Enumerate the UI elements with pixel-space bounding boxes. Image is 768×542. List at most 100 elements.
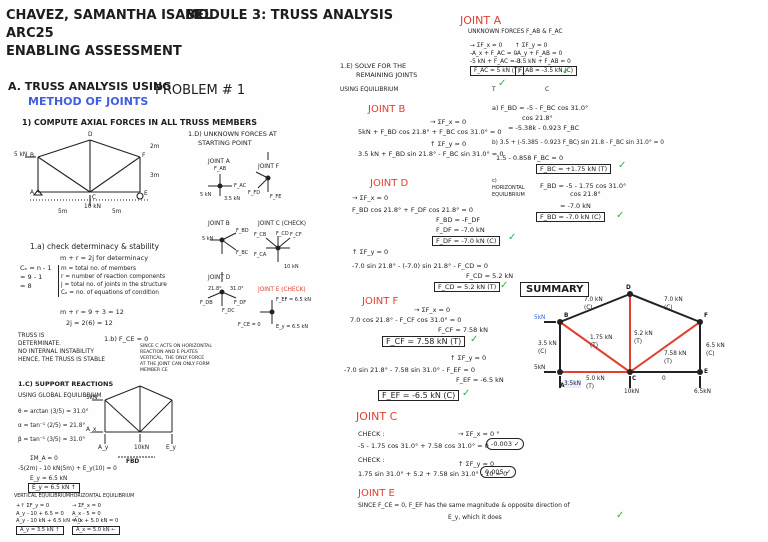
determinacy-title: 1.a) check determinacy & stability <box>30 242 160 251</box>
truss-node-c: C <box>92 195 97 201</box>
joint-d-eq-3: F_BD = -F_DF <box>436 216 481 224</box>
joint-f-result-2: F_EF = -6.5 kN (C) <box>378 390 460 401</box>
joint-d-eq-1: → ΣF_x = 0 <box>352 194 389 202</box>
joint-f-eq-1: → ΣF_x = 0 <box>414 306 451 314</box>
joint-e-text: SINCE F_CE = 0, F_EF has the same magnit… <box>358 502 570 509</box>
fbd-label-5kn: 5 kN <box>200 192 212 198</box>
vertical-eq-title: VERTICAL EQUILIBRIUM <box>14 494 70 499</box>
joint-d-eq-7: F_CD = 5.2 kN <box>466 272 514 280</box>
summary-load-c: 10kN <box>624 389 640 395</box>
joint-e-check-label: JOINT E (CHECK) <box>258 287 306 293</box>
joint-f-eq-6: F_EF = -6.5 kN <box>456 376 504 384</box>
fbd-label-35kn: 3.5 kN <box>224 196 241 202</box>
fbd-label-fbd: F_BD <box>236 228 249 234</box>
joint-b-eq-3: ↑ ΣF_y = 0 <box>430 140 467 148</box>
joint-a-tag-t: T <box>492 87 496 93</box>
joint-a-right-eqs: ↑ ΣF_y = 0-A_y + F_AB = 0-3.5 kN + F_AB … <box>515 42 577 76</box>
joint-d-title: JOINT D <box>370 178 409 189</box>
joint-c-sum-2: ↑ ΣF_y = 0 <box>458 460 495 468</box>
determinacy-left: Cₑ = n - 1= 9 - 1= 8 <box>20 264 52 290</box>
determinacy-formula: m + r = 2j for determinacy <box>60 254 149 262</box>
reaction-ay: A_y <box>98 445 109 451</box>
fbd-angle-2: 31.0° <box>230 286 244 292</box>
fbd-label-fbc: F_BC <box>236 250 249 256</box>
step-1c-moment-eq: -5(2m) - 10 kN(5m) + E_y(10) = 0 <box>18 466 117 472</box>
summary-node-d: D <box>626 285 631 291</box>
section-a-title: A. TRUSS ANALYSIS USING <box>8 80 172 93</box>
joint-c-eq-2: 1.75 sin 31.0° + 5.2 + 7.58 sin 31.0° - … <box>358 470 508 478</box>
determinacy-calc-2: 2j = 2(6) = 12 <box>66 319 113 327</box>
joint-b-result-1: F_BC = +1.75 kN (T) <box>536 164 612 174</box>
fbd-label-fcb: F_CB <box>254 232 267 238</box>
summary-title: SUMMARY <box>520 282 590 297</box>
joint-a-check-2: ✓ <box>562 66 571 77</box>
summary-load-ey: 6.5kN <box>694 389 711 395</box>
fbd-label-fdf: F_DF <box>234 300 247 306</box>
reaction-load: 5kN <box>86 395 98 401</box>
module-title: MODULE 3: TRUSS ANALYSIS <box>185 8 394 23</box>
summary-load-ay: 3.5kN <box>564 380 581 388</box>
joint-b-c-eq: F_BD = -5 - 1.75 cos 31.0°cos 21.8°= -7.… <box>540 182 627 210</box>
joint-f-eq-3: F_CF = 7.58 kN <box>438 326 489 334</box>
joint-c-result-1: -0.003 ✓ <box>486 438 525 450</box>
joint-d-eq-5: ↑ ΣF_y = 0 <box>352 248 389 256</box>
joint-c-check-label: JOINT C (CHECK) <box>258 221 307 227</box>
joint-c-title: JOINT C <box>356 410 398 423</box>
step-1-title: 1) COMPUTE AXIAL FORCES IN ALL TRUSS MEM… <box>22 118 257 127</box>
joint-a-tag-c: C <box>545 87 550 93</box>
step-1b-title: 1.b) F_CE = 0 <box>104 335 149 343</box>
joint-f-result-1: F_CF = 7.58 kN (T) <box>382 336 466 347</box>
joint-f-title: JOINT F <box>362 296 399 307</box>
truss-span-1: 5m <box>58 209 68 215</box>
joint-e-title: JOINT E <box>358 488 395 499</box>
joint-b-side-2: cos 21.8° <box>522 114 553 122</box>
joint-b-eq-2: 5kN + F_BD cos 21.8° + F_BC cos 31.0° = … <box>358 128 502 136</box>
step-1c-moment: ΣM_A = 0 <box>30 456 58 462</box>
horizontal-eq-title: HORIZONTAL EQUILIBRIUM <box>70 494 135 499</box>
summary-node-b: B <box>564 313 569 319</box>
step-1c-ey-box: E_y = 6.5 kN ↑ <box>28 483 80 493</box>
joint-d-eq-2: F_BD cos 21.8° + F_DF cos 21.8° = 0 <box>352 206 474 214</box>
fbd-label-5kn-b: 5 kN <box>202 236 214 242</box>
joint-c-eq-1: -5 - 1.75 cos 31.0° + 7.58 cos 31.0° = 0 <box>358 442 489 450</box>
summary-df: 7.0 kN(C) <box>664 297 683 311</box>
fbd-label-fac: F_AC <box>234 183 247 189</box>
fbd-label-fdb: F_DB <box>200 300 213 306</box>
joint-b-result-2: F_BD = -7.0 kN (C) <box>536 212 606 222</box>
determinacy-calc-1: m + r = 9 + 3 = 12 <box>60 308 124 316</box>
joint-b-eq-1: → ΣF_x = 0 <box>430 118 467 126</box>
problem-number: PROBLEM # 1 <box>155 83 246 98</box>
joint-d-result-2: F_CD = 5.2 kN (T) <box>434 282 501 292</box>
joint-f-eq-5: -7.0 sin 21.8° - 7.58 sin 31.0° - F_EF =… <box>344 366 475 374</box>
fbd-label-ey: E_y = 6.5 kN <box>276 324 309 330</box>
joint-a-right-result: F_AB = -3.5 kN (C) <box>515 66 577 76</box>
fbd-label-fcf: F_CF <box>290 232 302 238</box>
joint-c-check-1: CHECK : <box>358 430 385 438</box>
reaction-ax: A_x <box>86 427 97 433</box>
summary-ab: 3.5 kN(C) <box>538 341 557 355</box>
joint-a-left-eqs: → ΣF_x = 0-A_x + F_AC = 0-5 kN + F_AC = … <box>470 42 524 76</box>
fbd-label-10kn: 10 kN <box>284 264 299 270</box>
summary-node-e: E <box>704 369 708 375</box>
joint-b-label: JOINT B <box>208 221 230 227</box>
summary-ac: 5.0 kN(T) <box>586 376 605 390</box>
truss-node-b: B <box>30 153 34 159</box>
fbd-label-fce: F_CE = 0 <box>238 322 261 328</box>
joint-c-sum-1: → ΣF_x = 0 ° <box>458 430 500 438</box>
truss-height-2: 3m <box>150 173 160 179</box>
joint-d-check-1: ✓ <box>508 232 517 243</box>
joint-b-title: JOINT B <box>368 104 406 115</box>
joint-c-check-2: CHECK : <box>358 456 385 464</box>
step-1c-title: 1.C) SUPPORT REACTIONS <box>18 380 114 388</box>
summary-bc: 1.75 kN(T) <box>590 335 613 349</box>
joint-b-check-2: ✓ <box>616 210 625 221</box>
